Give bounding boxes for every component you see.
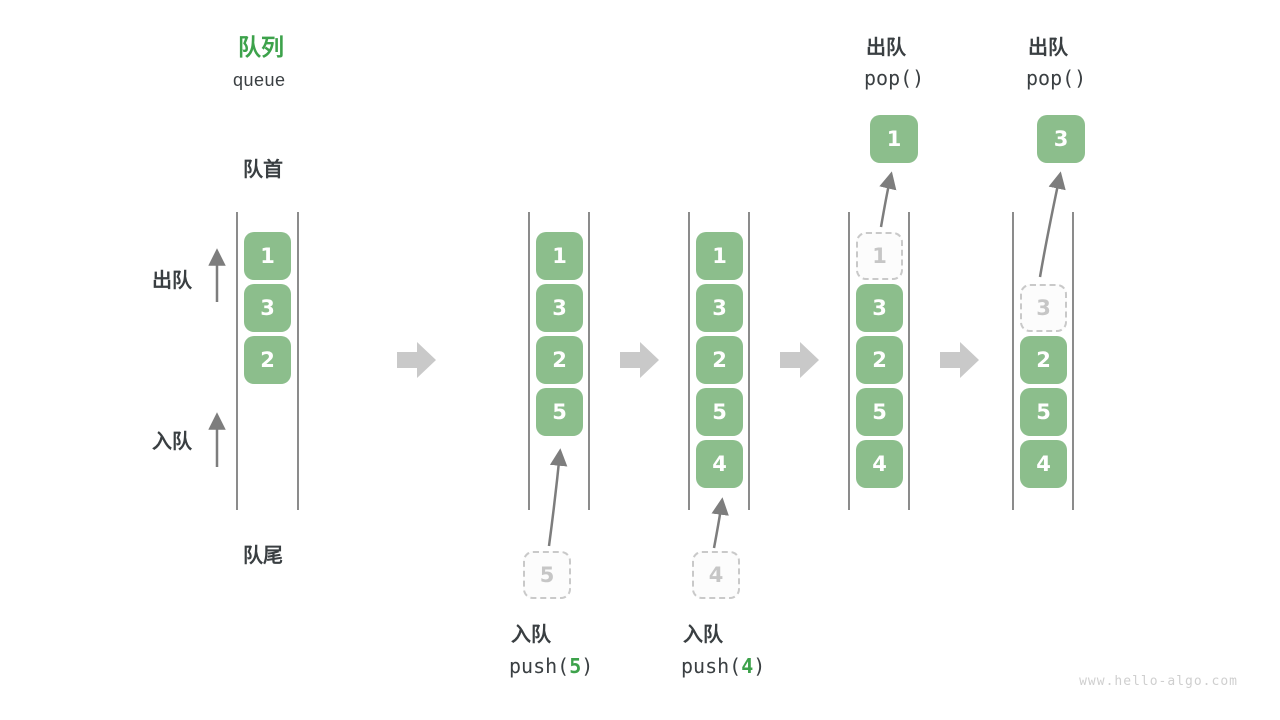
pop1-op-code: pop()	[864, 66, 925, 90]
incoming-value-box-4: 4	[692, 551, 740, 599]
push4-code-close: )	[753, 654, 766, 678]
step-arrow-2	[620, 342, 659, 378]
push5-arrow	[547, 448, 568, 547]
pop2-op-label: 出队	[1028, 37, 1068, 59]
queue-cell: 2	[244, 336, 291, 384]
step-arrow-4	[940, 342, 979, 378]
watermark: www.hello-algo.com	[1079, 674, 1238, 689]
push4-op-label: 入队	[683, 624, 723, 646]
queue-cell: 2	[536, 336, 583, 384]
queue-cell: 1	[536, 232, 583, 280]
dequeue-side-label: 出队	[152, 270, 192, 292]
diagram-title-en: queue	[233, 70, 286, 90]
push5-op-label: 入队	[511, 624, 551, 646]
queue-cell: 3	[696, 284, 743, 332]
incoming-value-box-5: 5	[523, 551, 571, 599]
queue-cell: 5	[536, 388, 583, 436]
enqueue-side-label: 入队	[152, 431, 192, 453]
push5-code-open: push(	[509, 654, 570, 678]
push4-op-code: push(4)	[681, 654, 765, 678]
popped-slot-3: 3	[1020, 284, 1067, 332]
push4-code-open: push(	[681, 654, 742, 678]
queue-rails	[236, 212, 1074, 510]
queue-cell: 2	[696, 336, 743, 384]
queue-cell: 5	[696, 388, 743, 436]
diagram-title-zh: 队列	[238, 34, 284, 60]
step-arrow-3	[780, 342, 819, 378]
queue-front-label: 队首	[243, 159, 283, 181]
queue-cell: 3	[536, 284, 583, 332]
push4-arrow	[711, 497, 729, 549]
pop2-op-code: pop()	[1026, 66, 1087, 90]
popped-value-box-1: 1	[870, 115, 918, 163]
queue-cell: 4	[1020, 440, 1067, 488]
queue-cell: 2	[1020, 336, 1067, 384]
push5-code-arg: 5	[569, 654, 582, 678]
pop2-arrow	[1038, 171, 1066, 278]
queue-cell: 3	[244, 284, 291, 332]
popped-value-box-3: 3	[1037, 115, 1085, 163]
pop1-arrow	[879, 171, 897, 228]
queue-cell: 5	[1020, 388, 1067, 436]
popped-slot-1: 1	[856, 232, 903, 280]
queue-rear-label: 队尾	[243, 545, 283, 567]
queue-cell: 4	[856, 440, 903, 488]
push5-code-close: )	[581, 654, 594, 678]
push5-op-code: push(5)	[509, 654, 593, 678]
queue-cell: 1	[696, 232, 743, 280]
queue-cell: 2	[856, 336, 903, 384]
queue-cell: 3	[856, 284, 903, 332]
push4-code-arg: 4	[741, 654, 754, 678]
queue-cell: 4	[696, 440, 743, 488]
queue-cell: 1	[244, 232, 291, 280]
queue-cell: 5	[856, 388, 903, 436]
pop1-op-label: 出队	[866, 37, 906, 59]
step-arrow-1	[397, 342, 436, 378]
